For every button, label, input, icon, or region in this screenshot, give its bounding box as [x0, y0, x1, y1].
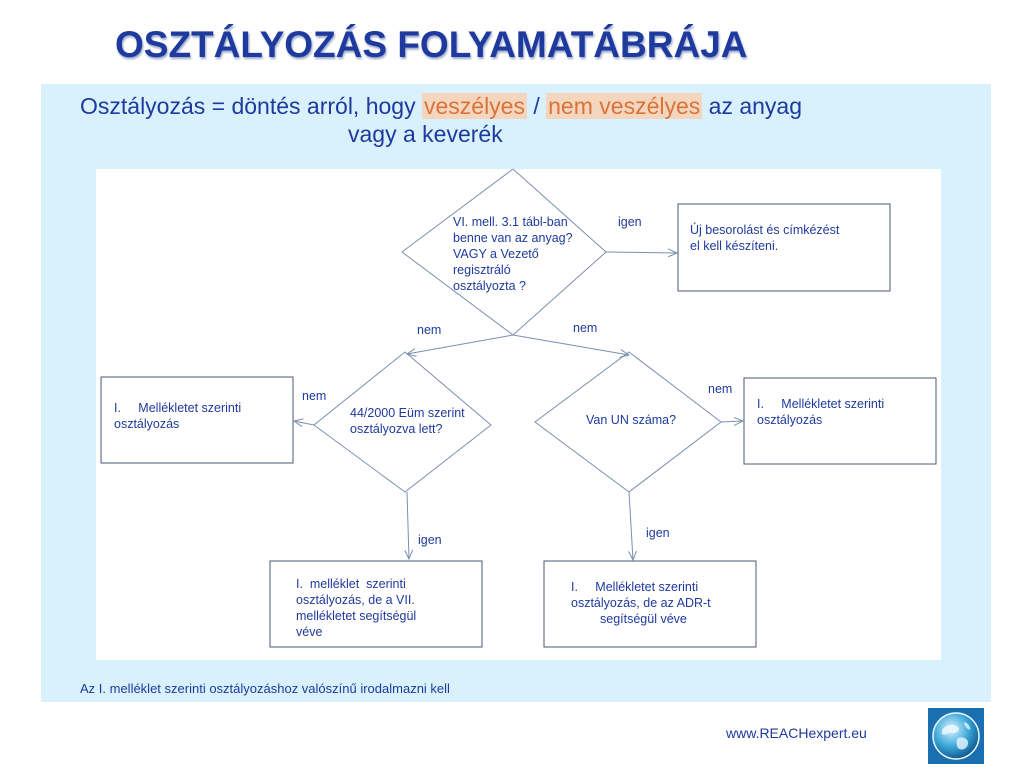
box-bottom-left [269, 560, 483, 648]
globe-svg [928, 708, 984, 764]
label-igen-d3: igen [646, 526, 670, 540]
page-title: OSZTÁLYOZÁS FOLYAMATÁBRÁJA [115, 24, 748, 65]
arrow-d3-to-right-box [720, 421, 743, 422]
label-nem-d3: nem [708, 382, 732, 396]
arrow-d3-to-bottom-right [629, 491, 633, 560]
website-link[interactable]: www.REACHexpert.eu [726, 725, 867, 741]
d1-line-1: VI. mell. 3.1 tábl-ban [453, 215, 568, 229]
d1-line-4: regisztráló [453, 263, 511, 277]
label-nem-d2: nem [302, 389, 326, 403]
d2-line-2: osztályozva lett? [350, 422, 442, 436]
ntc-line-1: Új besorolást és címkézést [690, 222, 840, 237]
highlight-not-dangerous: nem veszélyes [546, 93, 703, 119]
box-right-classification [743, 377, 937, 465]
bottom-right-box-text: I. Mellékletet szerinti osztályozás, de … [571, 580, 714, 626]
globe-icon [928, 708, 984, 764]
bottom-left-box-text: I. melléklet szerinti osztályozás, de a … [296, 577, 420, 639]
rb-line-1: I. Mellékletet szerinti [757, 397, 884, 411]
arrow-d2-to-bottom-left [407, 491, 409, 559]
bl-line-4: véve [296, 625, 322, 639]
box-left-classification [100, 376, 294, 464]
subtitle-line2: vagy a keverék [348, 121, 503, 147]
flowchart: VI. mell. 3.1 tábl-ban benne van az anya… [96, 168, 941, 660]
decision-2-text: 44/2000 Eüm szerint osztályozva lett? [350, 406, 468, 436]
d2-line-1: 44/2000 Eüm szerint [350, 406, 465, 420]
decision-diamond-2 [313, 351, 492, 493]
box-bottom-right [543, 560, 757, 648]
right-box-text: I. Mellékletet szerinti osztályozás [757, 397, 888, 427]
bl-line-2: osztályozás, de a VII. [296, 593, 415, 607]
label-igen-d2: igen [418, 533, 442, 547]
box-new-classification [677, 203, 891, 292]
d3-line-1: Van UN száma? [586, 413, 676, 427]
decision-1-text: VI. mell. 3.1 tábl-ban benne van az anya… [453, 215, 576, 293]
decision-3-text: Van UN száma? [586, 413, 676, 427]
lb-line-1: I. Mellékletet szerinti [114, 401, 241, 415]
lb-line-2: osztályozás [114, 417, 179, 431]
highlight-dangerous: veszélyes [421, 93, 527, 119]
d1-line-5: osztályozta ? [453, 279, 526, 293]
subtitle-separator: / [526, 93, 547, 119]
bl-line-3: mellékletet segítségül [296, 609, 416, 623]
subtitle: Osztályozás = döntés arról, hogy veszély… [80, 92, 980, 148]
footnote: Az I. melléklet szerinti osztályozáshoz … [80, 681, 450, 696]
d1-line-2: benne van az anyag? [453, 231, 573, 245]
rb-line-2: osztályozás [757, 413, 822, 427]
br-line-2: osztályozás, de az ADR-t [571, 596, 711, 610]
ntc-line-2: el kell készíteni. [690, 239, 778, 253]
label-nem-left: nem [417, 323, 441, 337]
d1-line-3: VAGY a Vezető [453, 247, 539, 261]
subtitle-prefix: Osztályozás = döntés arról, hogy [80, 93, 422, 119]
arrow-d1-to-new-box [605, 252, 677, 253]
bl-line-1: I. melléklet szerinti [296, 577, 406, 591]
subtitle-suffix: az anyag [702, 93, 803, 119]
br-line-3: segítségül véve [600, 612, 687, 626]
label-igen-top: igen [618, 215, 642, 229]
arrow-d1-to-d2 [407, 334, 514, 354]
label-nem-right: nem [573, 321, 597, 335]
left-box-text: I. Mellékletet szerinti osztályozás [114, 401, 245, 431]
new-classification-text: Új besorolást és címkézést el kell készí… [690, 222, 843, 253]
arrow-d1-to-d3 [512, 334, 629, 355]
br-line-1: I. Mellékletet szerinti [571, 580, 698, 594]
arrow-d2-to-left-box [294, 421, 315, 425]
flowchart-svg: VI. mell. 3.1 tábl-ban benne van az anya… [100, 168, 937, 648]
